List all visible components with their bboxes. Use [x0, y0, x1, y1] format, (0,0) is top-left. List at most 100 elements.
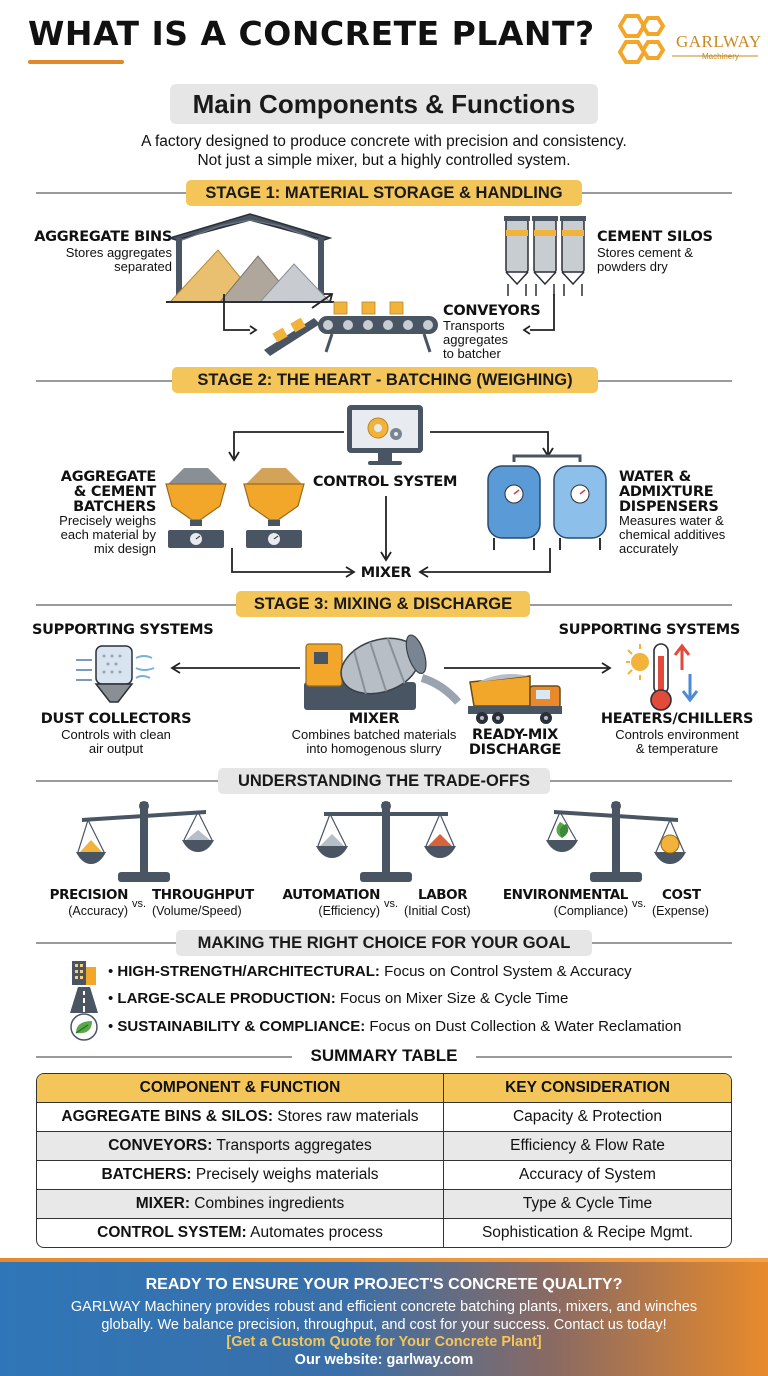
- tradeoff-left-3: ENVIRONMENTAL: [502, 887, 629, 903]
- control-system-monitor-icon: [347, 405, 423, 465]
- footer-cta-link[interactable]: [Get a Custom Quote for Your Concrete Pl…: [226, 1334, 542, 1350]
- logo-text: GARLWAY: [676, 32, 762, 51]
- garlway-logo: [617, 14, 758, 64]
- table-cell-component: BATCHERS: Precisely weighs materials: [37, 1160, 444, 1190]
- table-header-row: COMPONENT & FUNCTION KEY CONSIDERATION: [37, 1074, 731, 1103]
- summary-table: COMPONENT & FUNCTION KEY CONSIDERATION A…: [36, 1073, 732, 1248]
- cement-silos-title: CEMENT SILOS: [597, 229, 713, 245]
- tradeoff-right-3: COST: [662, 887, 701, 903]
- conveyor-icon: [223, 293, 555, 356]
- tradeoffs-badge: UNDERSTANDING THE TRADE-OFFS: [218, 768, 550, 794]
- scale-precision-throughput-icon: [76, 801, 214, 882]
- table-row: BATCHERS: Precisely weighs materials Acc…: [37, 1160, 731, 1190]
- footer-banner: [0, 1262, 768, 1376]
- tradeoff-vs-2: vs.: [384, 898, 399, 910]
- table-cell-component: CONTROL SYSTEM: Automates process: [37, 1218, 444, 1247]
- stage2-badge: STAGE 2: THE HEART - BATCHING (WEIGHING): [172, 367, 598, 393]
- intro-line-2: Not just a simple mixer, but a highly co…: [197, 152, 571, 169]
- intro-text: A factory designed to produce concrete w…: [40, 132, 728, 170]
- tradeoff-left-sub-2: (Efficiency): [318, 904, 380, 918]
- control-system-title: CONTROL SYSTEM: [312, 474, 458, 490]
- website-link[interactable]: garlway.com: [386, 1352, 474, 1368]
- building-icon: [72, 961, 96, 985]
- tradeoff-right-1: THROUGHPUT: [152, 887, 254, 903]
- scale-automation-labor-icon: [316, 801, 456, 882]
- goal-item-2: • LARGE-SCALE PRODUCTION: Focus on Mixer…: [108, 990, 569, 1007]
- tradeoff-left-1: PRECISION: [49, 887, 129, 903]
- aggregate-bins-icon: [166, 213, 334, 303]
- goals-badge: MAKING THE RIGHT CHOICE FOR YOUR GOAL: [176, 930, 592, 956]
- stage3-badge: STAGE 3: MIXING & DISCHARGE: [236, 591, 530, 617]
- mixer-stage3-title: MIXER: [348, 711, 400, 727]
- table-cell-key: Efficiency & Flow Rate: [443, 1131, 731, 1161]
- intro-line-1: A factory designed to produce concrete w…: [141, 133, 627, 150]
- footer-accent-line: [0, 1258, 768, 1263]
- ready-mix-truck-icon: [468, 674, 562, 724]
- table-cell-component: MIXER: Combines ingredients: [37, 1189, 444, 1219]
- leaf-icon: [70, 1013, 98, 1041]
- water-dispensers-icon: [487, 454, 607, 550]
- footer-headline: READY TO ENSURE YOUR PROJECT'S CONCRETE …: [145, 1276, 623, 1293]
- summary-divider-right: [476, 1056, 732, 1058]
- heaters-chillers-title: HEATERS/CHILLERS: [600, 711, 754, 727]
- cement-silos-icon: [504, 216, 586, 296]
- goal-item-1: • HIGH-STRENGTH/ARCHITECTURAL: Focus on …: [108, 963, 632, 980]
- tradeoff-right-2: LABOR: [418, 887, 468, 903]
- page-title: WHAT IS A CONCRETE PLANT?: [28, 14, 595, 53]
- stage1-badge: STAGE 1: MATERIAL STORAGE & HANDLING: [186, 180, 582, 206]
- title-underline: [28, 60, 124, 64]
- heater-chiller-icon: [626, 643, 699, 711]
- table-cell-key: Capacity & Protection: [443, 1102, 731, 1132]
- tradeoff-right-sub-3: (Expense): [652, 904, 709, 918]
- cement-silos-desc: Stores cement &powders dry: [597, 245, 694, 274]
- table-cell-key: Accuracy of System: [443, 1160, 731, 1190]
- tradeoff-vs-1: vs.: [132, 898, 147, 910]
- table-cell-key: Type & Cycle Time: [443, 1189, 731, 1219]
- table-header-key: KEY CONSIDERATION: [443, 1074, 731, 1103]
- summary-divider-left: [36, 1056, 292, 1058]
- supporting-systems-left: SUPPORTING SYSTEMS: [32, 622, 214, 638]
- mixer-drum-icon: [304, 634, 461, 710]
- dust-collectors-title: DUST COLLECTORS: [40, 711, 192, 727]
- tradeoff-vs-3: vs.: [632, 898, 647, 910]
- section-subtitle: Main Components & Functions: [170, 84, 598, 124]
- conveyors-title: CONVEYORS: [443, 303, 541, 319]
- logo-subtext: Machinery: [702, 52, 739, 61]
- tradeoff-left-sub-3: (Compliance): [553, 904, 628, 918]
- scale-environmental-cost-icon: [546, 801, 686, 882]
- table-cell-key: Sophistication & Recipe Mgmt.: [443, 1218, 731, 1247]
- table-row: CONTROL SYSTEM: Automates process Sophis…: [37, 1218, 731, 1247]
- batching-flow-arrows: [228, 431, 554, 578]
- heaters-chillers-desc: Controls environment& temperature: [615, 727, 739, 756]
- dust-collector-icon: [76, 645, 155, 703]
- road-icon: [70, 987, 98, 1013]
- batcher-hoppers-icon: [165, 468, 305, 548]
- footer-body: GARLWAY Machinery provides robust and ef…: [70, 1299, 698, 1333]
- tradeoff-right-sub-1: (Volume/Speed): [152, 904, 242, 918]
- tradeoff-left-sub-1: (Accuracy): [68, 904, 128, 918]
- tradeoff-left-2: AUTOMATION: [282, 887, 380, 903]
- table-cell-component: CONVEYORS: Transports aggregates: [37, 1131, 444, 1161]
- footer-website: Our website: garlway.com: [294, 1352, 474, 1368]
- summary-title: SUMMARY TABLE: [310, 1046, 458, 1065]
- table-row: AGGREGATE BINS & SILOS: Stores raw mater…: [37, 1102, 731, 1132]
- aggregate-bins-title: AGGREGATE BINS: [34, 229, 172, 245]
- tradeoff-right-sub-2: (Initial Cost): [404, 904, 471, 918]
- mixer-side-arrows: [170, 662, 612, 674]
- mixer-flow-label: MIXER: [360, 565, 412, 581]
- table-row: CONVEYORS: Transports aggregates Efficie…: [37, 1131, 731, 1161]
- goal-item-3: • SUSTAINABILITY & COMPLIANCE: Focus on …: [108, 1018, 682, 1035]
- table-header-component: COMPONENT & FUNCTION: [37, 1074, 444, 1103]
- table-row: MIXER: Combines ingredients Type & Cycle…: [37, 1189, 731, 1219]
- table-cell-component: AGGREGATE BINS & SILOS: Stores raw mater…: [37, 1102, 444, 1132]
- supporting-systems-right: SUPPORTING SYSTEMS: [558, 622, 741, 638]
